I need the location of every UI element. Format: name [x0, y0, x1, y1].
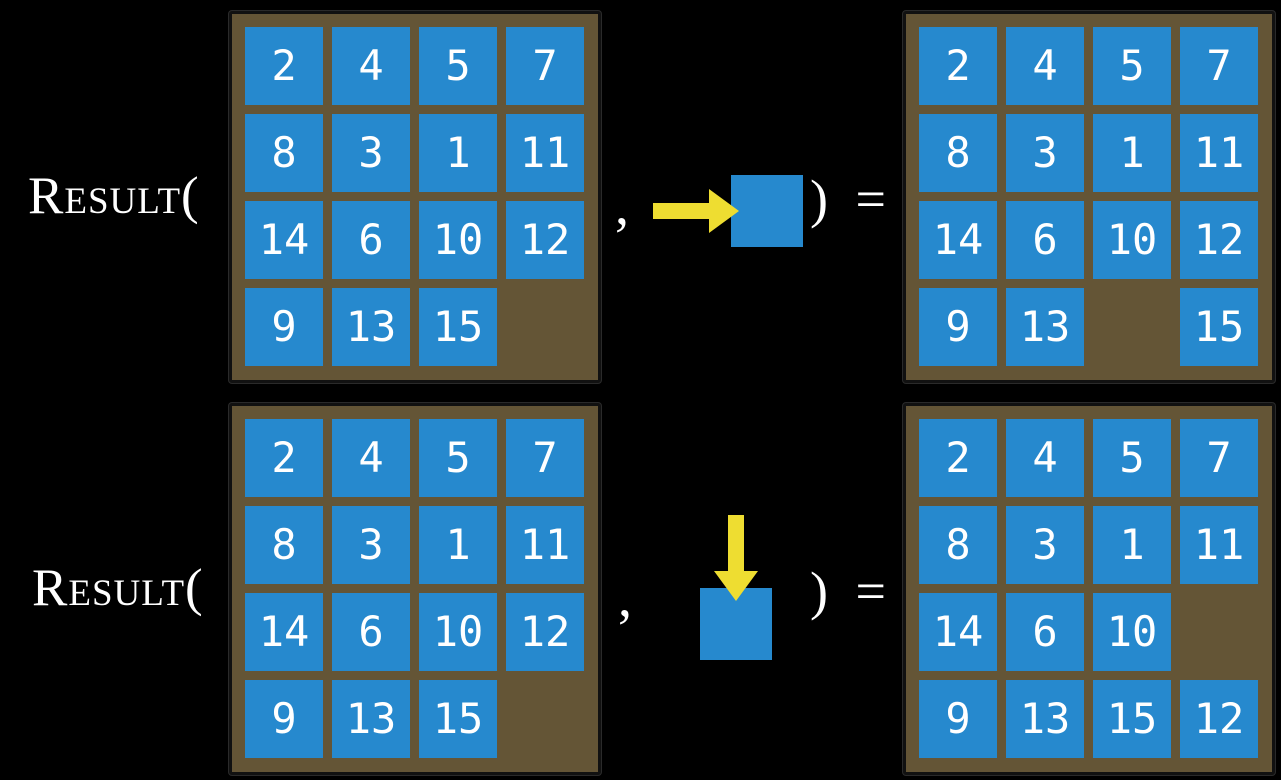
puzzle-tile-8: 8 [919, 114, 997, 192]
puzzle-tile-2: 2 [919, 419, 997, 497]
puzzle-tile-2: 2 [919, 27, 997, 105]
puzzle-tile-10: 10 [419, 593, 497, 671]
puzzle-tile-11: 11 [506, 506, 584, 584]
puzzle-tile-11: 11 [506, 114, 584, 192]
puzzle-tile-15: 15 [1093, 680, 1171, 758]
puzzle-tile-13: 13 [332, 288, 410, 366]
puzzle-tile-8: 8 [919, 506, 997, 584]
puzzle-tile-3: 3 [332, 506, 410, 584]
puzzle-tile-15: 15 [419, 680, 497, 758]
puzzle-tile-1: 1 [1093, 114, 1171, 192]
puzzle-tile-8: 8 [245, 114, 323, 192]
puzzle-tile-4: 4 [1006, 27, 1084, 105]
puzzle-tile-4: 4 [332, 419, 410, 497]
puzzle-tile-6: 6 [332, 201, 410, 279]
blank-cell [1093, 288, 1171, 366]
puzzle-tile-10: 10 [1093, 593, 1171, 671]
close-paren-equals-top: ) = [810, 169, 893, 229]
puzzle-tile-1: 1 [419, 114, 497, 192]
blank-cell [506, 680, 584, 758]
function-name-bottom: Result( [32, 559, 204, 617]
puzzle-tile-7: 7 [1180, 27, 1258, 105]
puzzle-tile-6: 6 [1006, 201, 1084, 279]
puzzle-tile-7: 7 [506, 27, 584, 105]
puzzle-tile-2: 2 [245, 419, 323, 497]
puzzle-tile-14: 14 [919, 593, 997, 671]
puzzle-tile-9: 9 [245, 288, 323, 366]
puzzle-tile-5: 5 [419, 27, 497, 105]
down-arrow-icon [714, 515, 758, 601]
puzzle-tile-6: 6 [332, 593, 410, 671]
puzzle-tile-3: 3 [1006, 114, 1084, 192]
puzzle-tile-1: 1 [419, 506, 497, 584]
puzzle-tile-2: 2 [245, 27, 323, 105]
right-arrow-icon [653, 189, 739, 233]
puzzle-tile-4: 4 [1006, 419, 1084, 497]
puzzle-tile-6: 6 [1006, 593, 1084, 671]
action-move-down [700, 515, 772, 660]
puzzle-tile-9: 9 [245, 680, 323, 758]
puzzle-tile-1: 1 [1093, 506, 1171, 584]
puzzle-tile-13: 13 [332, 680, 410, 758]
puzzle-tile-14: 14 [245, 593, 323, 671]
puzzle-tile-10: 10 [1093, 201, 1171, 279]
puzzle-tile-3: 3 [1006, 506, 1084, 584]
puzzle-tile-7: 7 [1180, 419, 1258, 497]
puzzle-tile-11: 11 [1180, 506, 1258, 584]
puzzle-tile-9: 9 [919, 288, 997, 366]
puzzle-tile-14: 14 [919, 201, 997, 279]
function-name-top: Result( [28, 167, 200, 225]
puzzle-tile-7: 7 [506, 419, 584, 497]
puzzle-tile-4: 4 [332, 27, 410, 105]
puzzle-tile-15: 15 [419, 288, 497, 366]
puzzle-tile-15: 15 [1180, 288, 1258, 366]
puzzle-tile-3: 3 [332, 114, 410, 192]
blank-cell [506, 288, 584, 366]
puzzle-tile-5: 5 [1093, 419, 1171, 497]
blank-cell [1180, 593, 1258, 671]
puzzle-tile-13: 13 [1006, 680, 1084, 758]
comma-bottom: , [618, 567, 632, 629]
puzzle-tile-9: 9 [919, 680, 997, 758]
puzzle-tile-13: 13 [1006, 288, 1084, 366]
puzzle-tile-5: 5 [1093, 27, 1171, 105]
blank-square-icon [731, 175, 803, 247]
comma-top: , [615, 175, 629, 237]
puzzle-tile-5: 5 [419, 419, 497, 497]
puzzle-tile-11: 11 [1180, 114, 1258, 192]
puzzle-tile-12: 12 [506, 593, 584, 671]
puzzle-tile-12: 12 [1180, 680, 1258, 758]
puzzle-tile-12: 12 [506, 201, 584, 279]
puzzle-tile-12: 12 [1180, 201, 1258, 279]
action-move-right [653, 175, 803, 247]
puzzle-tile-8: 8 [245, 506, 323, 584]
puzzle-tile-14: 14 [245, 201, 323, 279]
close-paren-equals-bottom: ) = [810, 561, 893, 621]
puzzle-tile-10: 10 [419, 201, 497, 279]
